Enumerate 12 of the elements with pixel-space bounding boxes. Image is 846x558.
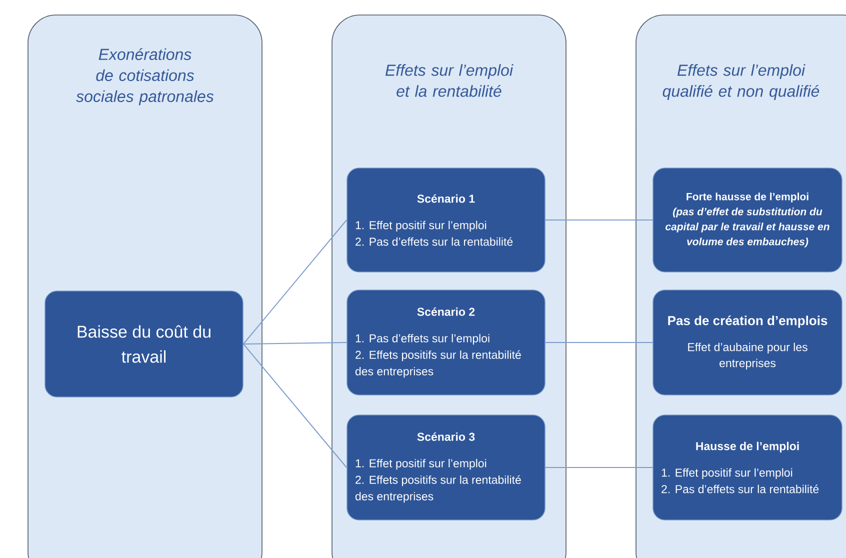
result-box: Pas de création d’emplois Effet d’aubaine pour les entreprises	[652, 290, 842, 396]
result-box: Forte hausse de l’emploi (pas d’effet de substitution du capital par le travail et hausse en volume des embauches)	[652, 168, 842, 272]
connector-line	[242, 344, 348, 468]
process-box: Baisse du coût du travail	[44, 290, 244, 398]
result-box: Hausse de l’emploi 1. Effet positif sur l’emploi 2. Pas d’effets sur la rentabilité	[652, 414, 842, 520]
connector-line	[242, 342, 348, 344]
scenario-box: Scénario 3 1. Effet positif sur l’emploi 2. Effets positifs sur la rentabilité des entreprises	[346, 414, 546, 520]
connector-line	[242, 220, 348, 344]
connector-line	[544, 467, 654, 468]
scenario-box: Scénario 2 1. Pas d’effets sur l’emploi 2. Effets positifs sur la rentabilité des entreprises	[346, 290, 546, 396]
scenario-box: Scénario 1 1. Effet positif sur l’emploi 2. Pas d’effets sur la rentabilité	[346, 168, 546, 272]
connector-line	[544, 342, 654, 343]
